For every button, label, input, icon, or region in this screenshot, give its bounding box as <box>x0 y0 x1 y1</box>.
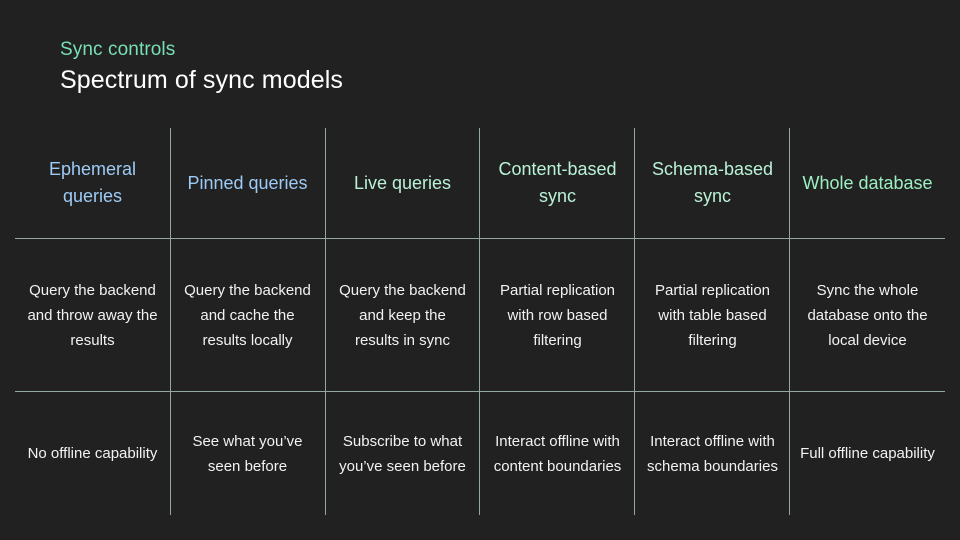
description-cell-whole-database: Sync the whole database onto the local d… <box>790 239 945 391</box>
column-header-label: Schema-based sync <box>651 159 774 206</box>
description-cell-pinned-queries: Query the backend and cache the results … <box>170 239 325 391</box>
column-header-live-queries: Live queries <box>325 128 480 238</box>
table-row-offline: No offline capability See what you’ve se… <box>15 392 945 515</box>
table-header-row: Ephemeral queries Pinned queries Live qu… <box>15 128 945 238</box>
description-text: Partial replication with table based fil… <box>654 281 771 349</box>
column-header-whole-database: Whole database <box>790 128 945 238</box>
eyebrow-label: Sync controls <box>60 39 176 60</box>
offline-cell-content-based-sync: Interact offline with content boundaries <box>480 392 635 515</box>
column-header-label: Ephemeral queries <box>48 159 137 206</box>
description-cell-schema-based-sync: Partial replication with table based fil… <box>635 239 790 391</box>
offline-cell-schema-based-sync: Interact offline with schema boundaries <box>635 392 790 515</box>
column-header-label: Content-based sync <box>498 159 617 206</box>
description-text: Query the backend and cache the results … <box>184 281 311 349</box>
offline-cell-live-queries: Subscribe to what you’ve seen before <box>325 392 480 515</box>
sync-models-table: Ephemeral queries Pinned queries Live qu… <box>15 128 945 516</box>
offline-text: Subscribe to what you’ve seen before <box>339 432 466 475</box>
slide-header: Sync controls Spectrum of sync models <box>60 38 343 96</box>
offline-cell-ephemeral-queries: No offline capability <box>15 392 170 515</box>
offline-text: See what you’ve seen before <box>192 432 303 475</box>
column-header-label: Pinned queries <box>187 172 308 193</box>
column-header-content-based-sync: Content-based sync <box>480 128 635 238</box>
page-title: Spectrum of sync models <box>60 66 343 94</box>
description-cell-content-based-sync: Partial replication with row based filte… <box>480 239 635 391</box>
offline-text: No offline capability <box>27 445 158 462</box>
offline-text: Interact offline with schema boundaries <box>647 432 778 475</box>
offline-text: Interact offline with content boundaries <box>493 432 622 475</box>
column-header-label: Live queries <box>353 172 452 193</box>
table-row-description: Query the backend and throw away the res… <box>15 239 945 391</box>
description-text: Query the backend and throw away the res… <box>27 281 158 349</box>
column-header-ephemeral-queries: Ephemeral queries <box>15 128 170 238</box>
column-header-schema-based-sync: Schema-based sync <box>635 128 790 238</box>
description-text: Query the backend and keep the results i… <box>339 281 466 349</box>
column-header-pinned-queries: Pinned queries <box>170 128 325 238</box>
description-cell-live-queries: Query the backend and keep the results i… <box>325 239 480 391</box>
description-cell-ephemeral-queries: Query the backend and throw away the res… <box>15 239 170 391</box>
description-text: Partial replication with row based filte… <box>499 281 616 349</box>
offline-text: Full offline capability <box>800 445 935 462</box>
offline-cell-pinned-queries: See what you’ve seen before <box>170 392 325 515</box>
description-text: Sync the whole database onto the local d… <box>807 281 928 349</box>
column-header-label: Whole database <box>802 172 933 193</box>
offline-cell-whole-database: Full offline capability <box>790 392 945 515</box>
